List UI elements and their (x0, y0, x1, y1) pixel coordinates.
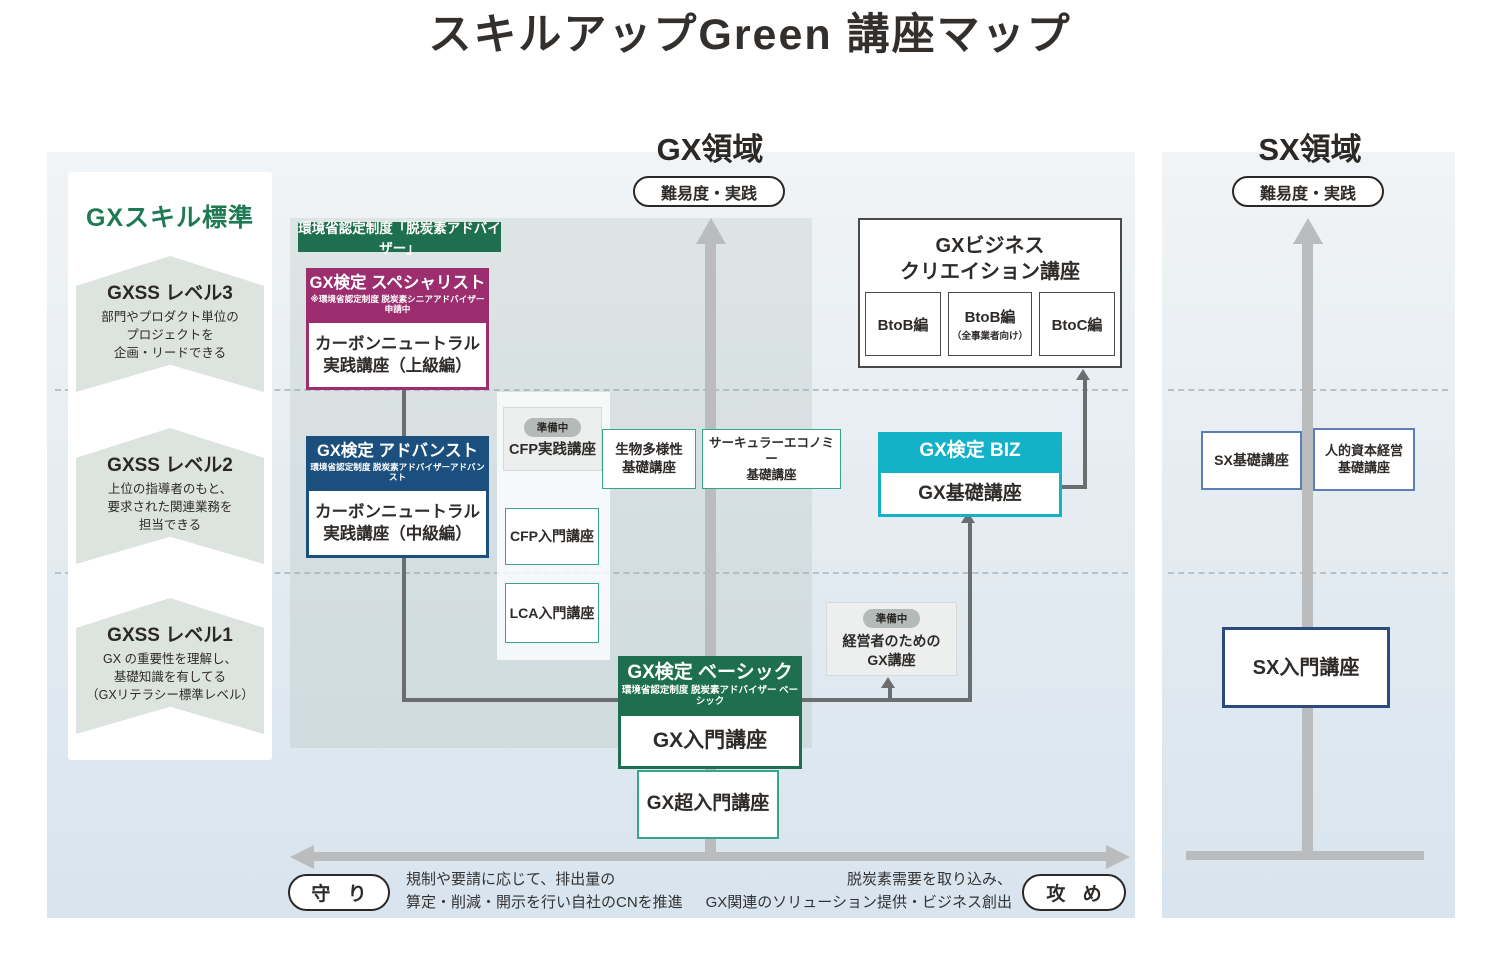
preparing-badge: 準備中 (523, 418, 582, 438)
arrow-biz-to-creation-vshaft (1083, 378, 1087, 489)
arrow-to-gx-basic-course-head (961, 512, 975, 523)
gx-specialist-course: カーボンニュートラル 実践講座（上級編） (306, 319, 489, 391)
gx-business-creation-title: GXビジネス クリエイション講座 (900, 235, 1080, 283)
edition-btob-all: BtoB編 （全事業者向け） (948, 292, 1032, 356)
skill-level-3-name: GXSS レベル3 (107, 283, 233, 304)
page-title: スキルアップGreen 講座マップ (428, 11, 1072, 59)
skill-level-1-desc: GX の重要性を理解し、 基礎知識を有してる （GXリテラシー標準レベル） (86, 652, 254, 702)
skill-level-3-chevron: GXSS レベル3 部門やプロダクト単位の プロジェクトを 企画・リードできる (76, 256, 264, 392)
arrow-to-executives-head (881, 677, 895, 688)
arrow-advanced-to-specialist-shaft (402, 389, 406, 436)
skill-level-1-name: GXSS レベル1 (107, 625, 233, 646)
gx-business-creation-box: GXビジネス クリエイション講座 BtoB編 BtoB編 （全事業者向け） Bt… (858, 218, 1122, 368)
gx-axis-arrowhead-icon (696, 218, 726, 244)
edition-btob: BtoB編 (865, 292, 941, 356)
defense-arrowhead-icon (290, 845, 314, 869)
executives-course-label: 経営者のための GX講座 (842, 633, 941, 668)
gx-bottom-axis-shaft (312, 852, 1106, 861)
biodiversity-course-box: 生物多様性 基礎講座 (602, 429, 696, 489)
gx-difficulty-badge: 難易度・実践 (633, 176, 785, 207)
gx-basic-header: GX検定 ベーシック 環境省認定制度 脱炭素アドバイザー ベーシック (618, 656, 802, 713)
gx-specialist-box: GX検定 スペシャリスト ※環境省認定制度 脱炭素シニアアドバイザー 申請中 カ… (306, 268, 489, 391)
human-capital-course-box: 人的資本経営 基礎講座 (1313, 428, 1415, 491)
gx-advanced-box: GX検定 アドバンスト 環境省認定制度 脱炭素アドバイザーアドバンスト カーボン… (306, 436, 489, 559)
sx-axis-shaft (1302, 242, 1313, 854)
skill-level-1-chevron: GXSS レベル1 GX の重要性を理解し、 基礎知識を有してる （GXリテラシ… (76, 598, 264, 734)
arrow-biz-to-creation-head (1076, 369, 1090, 380)
edition-btob-label: BtoB編 (877, 316, 929, 334)
gx-biz-header: GX検定 BIZ (878, 432, 1062, 470)
gx-basic-subtitle: 環境省認定制度 脱炭素アドバイザー ベーシック (621, 684, 799, 707)
cfp-practice-box: 準備中 CFP実践講座 (503, 407, 602, 471)
gx-biz-title: GX検定 BIZ (919, 440, 1021, 461)
gx-advanced-subtitle: 環境省認定制度 脱炭素アドバイザーアドバンスト (310, 461, 485, 482)
gx-advanced-header: GX検定 アドバンスト 環境省認定制度 脱炭素アドバイザーアドバンスト (306, 436, 489, 488)
gx-specialist-title: GX検定 スペシャリスト (309, 274, 486, 292)
defense-description: 規制や要請に応じて、排出量の 算定・削減・開示を行い自社のCNを推進 (406, 871, 683, 912)
gx-specialist-subtitle: ※環境省認定制度 脱炭素シニアアドバイザー 申請中 (310, 293, 485, 314)
cfp-practice-label: CFP実践講座 (509, 442, 596, 459)
edition-btoc: BtoC編 (1039, 292, 1115, 356)
offense-pill: 攻 め (1022, 874, 1126, 911)
skill-level-2-name: GXSS レベル2 (107, 455, 233, 476)
gx-basic-box: GX検定 ベーシック 環境省認定制度 脱炭素アドバイザー ベーシック GX入門講… (618, 656, 802, 770)
arrow-basic-to-advanced-shaft (402, 554, 406, 700)
arrow-to-gx-basic-course-shaft (968, 522, 972, 700)
gx-basic-title: GX検定 ベーシック (627, 662, 793, 683)
lca-intro-course-box: LCA入門講座 (505, 583, 599, 643)
cfp-intro-course-box: CFP入門講座 (505, 508, 599, 565)
skill-level-3-desc: 部門やプロダクト単位の プロジェクトを 企画・リードできる (101, 310, 239, 360)
gx-specialist-header: GX検定 スペシャリスト ※環境省認定制度 脱炭素シニアアドバイザー 申請中 (306, 268, 489, 320)
executives-course-box: 準備中 経営者のための GX講座 (826, 602, 957, 676)
edition-btoc-label: BtoC編 (1051, 316, 1103, 334)
circular-economy-course-box: サーキュラーエコノミー 基礎講座 (702, 429, 841, 489)
edition-btob-all-note: （全事業者向け） (951, 331, 1028, 342)
preparing-badge: 準備中 (862, 609, 921, 629)
gx-advanced-title: GX検定 アドバンスト (317, 442, 478, 460)
skill-standard-title: GXスキル標準 (85, 204, 255, 232)
gx-axis-shaft (705, 242, 716, 860)
gx-region-heading: GX領域 (656, 132, 764, 167)
offense-description: 脱炭素需要を取り込み、 GX関連のソリューション提供・ビジネス創出 (705, 871, 1012, 912)
skill-level-2-desc: 上位の指導者のもと、 要求された関連業務を 担当できる (107, 482, 233, 532)
sx-difficulty-badge: 難易度・実践 (1232, 176, 1384, 207)
sx-basic-course-box: SX基礎講座 (1201, 431, 1302, 490)
defense-pill: 守 り (288, 874, 390, 911)
sx-intro-course-box: SX入門講座 (1222, 627, 1390, 708)
gx-level-divider-upper (55, 389, 1128, 391)
env-certification-banner: 環境省認定制度「脱炭素アドバイザー」 (298, 221, 501, 256)
gx-advanced-course: カーボンニュートラル 実践講座（中級編） (306, 487, 489, 559)
skill-level-2-chevron: GXSS レベル2 上位の指導者のもと、 要求された関連業務を 担当できる (76, 428, 264, 564)
sx-axis-arrowhead-icon (1293, 218, 1323, 244)
gx-skill-standard-sidebar: GXスキル標準 GXSS レベル3 部門やプロダクト単位の プロジェクトを 企画… (68, 172, 272, 760)
sx-region-heading: SX領域 (1258, 132, 1362, 167)
edition-btob-all-label: BtoB編 (964, 309, 1016, 326)
gx-basic-course: GX入門講座 (618, 712, 802, 770)
gx-biz-box: GX検定 BIZ GX基礎講座 (878, 432, 1062, 518)
gx-super-intro-course-box: GX超入門講座 (637, 770, 779, 839)
edition-row: BtoB編 BtoB編 （全事業者向け） BtoC編 (865, 292, 1115, 356)
arrow-to-executives-shaft (888, 687, 892, 700)
offense-arrowhead-icon (1106, 845, 1130, 869)
sx-baseline (1186, 851, 1424, 860)
gx-biz-course: GX基礎講座 (878, 469, 1062, 518)
arrow-biz-to-creation-hshaft (1062, 485, 1087, 489)
